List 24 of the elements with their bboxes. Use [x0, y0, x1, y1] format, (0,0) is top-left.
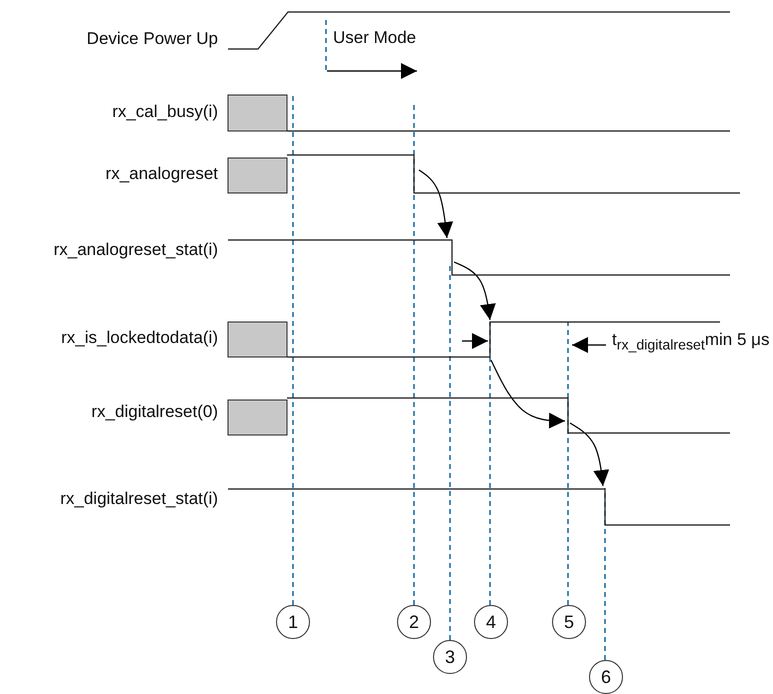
arrow: [454, 261, 496, 320]
mode-label: User Mode: [333, 28, 416, 48]
leader-line: [292, 94, 294, 605]
arrow: [490, 360, 566, 429]
leader-line: [413, 105, 415, 605]
callout-number: 6: [589, 660, 623, 694]
signal-name: Device Power Up: [86, 29, 218, 49]
callout-number: 3: [433, 640, 467, 674]
signal-name: rx_analogreset: [106, 164, 218, 184]
leader-line: [604, 488, 606, 660]
timing-label: t$_{rx_digitalreset}$min 5 μs: [612, 330, 770, 354]
signal-name: rx_is_lockedtodata(i): [61, 328, 218, 348]
signal-name: rx_digitalreset_stat(i): [60, 489, 218, 509]
leader-line: [489, 322, 491, 605]
signal-name: rx_cal_busy(i): [112, 102, 218, 122]
callout-number: 2: [397, 605, 431, 639]
arrow: [418, 170, 454, 238]
callout-number: 1: [276, 605, 310, 639]
signal-name: rx_analogreset_stat(i): [54, 240, 218, 260]
leader-line: [567, 322, 569, 605]
callout-number: 5: [552, 605, 586, 639]
arrow: [570, 422, 610, 486]
signal-name: rx_digitalreset(0): [91, 402, 218, 422]
callout-number: 4: [474, 605, 508, 639]
